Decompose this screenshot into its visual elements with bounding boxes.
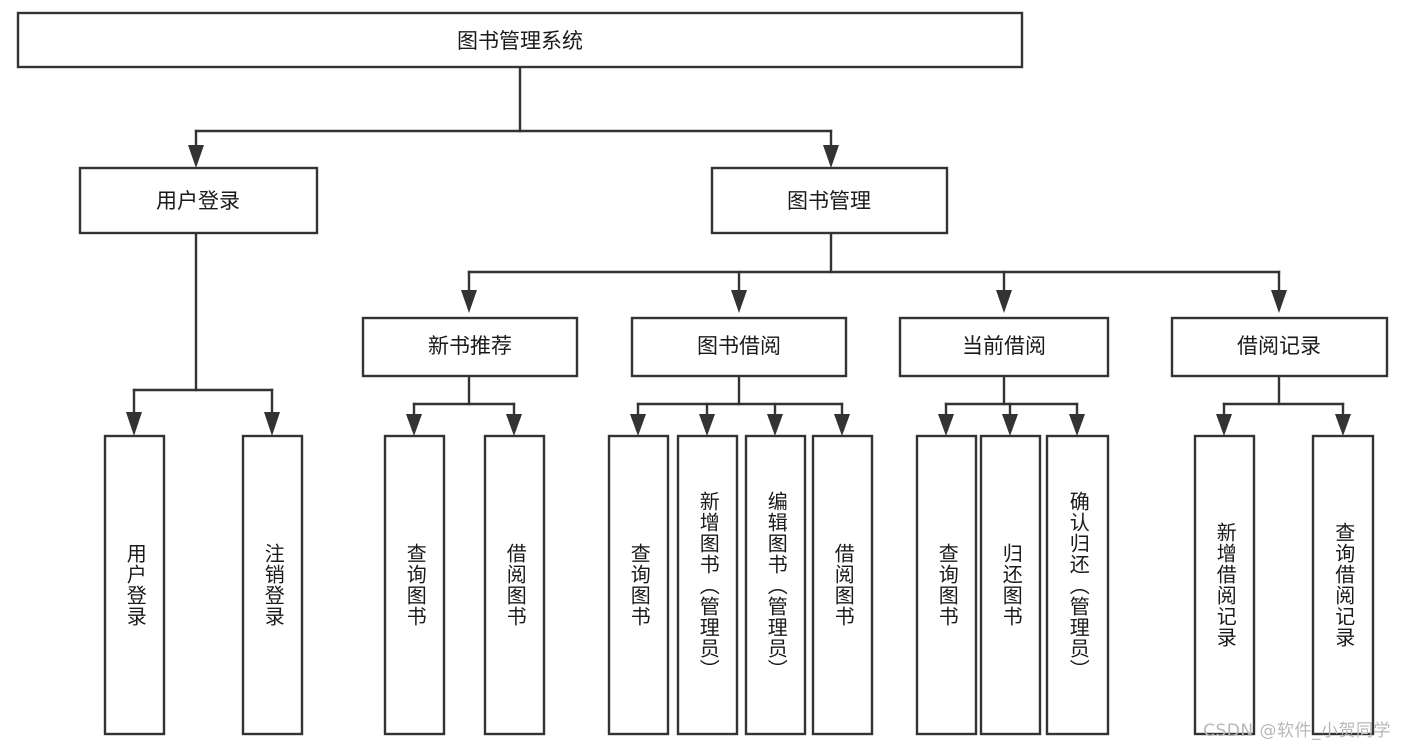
arrow-head-leaf-user-login <box>126 412 142 436</box>
node-new-book-recommend-label: 新书推荐 <box>428 334 512 358</box>
node-current-borrow-box[interactable] <box>898 316 1110 378</box>
node-root[interactable]: 图书管理系统 <box>16 11 1024 69</box>
leaf-boxes <box>103 434 1375 736</box>
arrow-head-leaf-borrow-book-2 <box>834 414 850 436</box>
node-leaf-add-book-box[interactable] <box>676 434 739 736</box>
node-user-login-box[interactable] <box>78 166 319 235</box>
arrow-head-leaf-edit-book <box>767 414 783 436</box>
arrow-head-borrow-record <box>1271 290 1287 313</box>
node-root-label: 图书管理系统 <box>457 29 583 53</box>
arrow-head-leaf-query-book-3 <box>938 414 954 436</box>
arrow-head-book-borrow <box>731 290 747 313</box>
arrow-head-new-book-recommend <box>461 290 477 313</box>
node-current-borrow-label: 当前借阅 <box>962 334 1046 358</box>
node-leaf-query-book-1-box[interactable] <box>383 434 446 736</box>
node-book-borrow-label: 图书借阅 <box>697 334 781 358</box>
node-root-box[interactable] <box>16 11 1024 69</box>
node-book-management-label: 图书管理 <box>787 189 871 213</box>
connector-group-new-book-recommend <box>406 374 522 436</box>
node-leaf-borrow-book-1-box[interactable] <box>483 434 546 736</box>
arrow-head-leaf-user-logout <box>264 412 280 436</box>
arrow-head-leaf-query-book-2 <box>630 414 646 436</box>
arrow-head-leaf-add-record <box>1216 414 1232 436</box>
node-leaf-query-book-3-box[interactable] <box>915 434 978 736</box>
node-leaf-confirm-return-box[interactable] <box>1045 434 1110 736</box>
arrow-head-current-borrow <box>996 290 1012 313</box>
node-book-management-box[interactable] <box>710 166 949 235</box>
arrow-head-user-login <box>188 145 204 168</box>
connector-group-root <box>188 65 839 168</box>
node-leaf-query-book-2-box[interactable] <box>607 434 670 736</box>
node-book-management[interactable]: 图书管理 <box>710 166 949 235</box>
arrow-head-leaf-add-book <box>699 414 715 436</box>
connector-group-book-management <box>461 231 1287 313</box>
node-current-borrow[interactable]: 当前借阅 <box>898 316 1110 378</box>
node-new-book-recommend[interactable]: 新书推荐 <box>361 316 579 378</box>
node-book-borrow-box[interactable] <box>630 316 848 378</box>
csdn-watermark: CSDN @软件_小贺同学 <box>1203 721 1391 741</box>
connector-group-book-borrow <box>630 374 850 436</box>
node-borrow-record[interactable]: 借阅记录 <box>1170 316 1389 378</box>
node-leaf-user-login-box[interactable] <box>103 434 166 736</box>
arrow-head-leaf-query-record <box>1335 414 1351 436</box>
node-leaf-edit-book-box[interactable] <box>744 434 807 736</box>
connector-group-current-borrow <box>938 374 1085 436</box>
arrow-head-leaf-confirm-return <box>1069 414 1085 436</box>
connector-group-borrow-record <box>1216 374 1351 436</box>
node-leaf-query-record-box[interactable] <box>1311 434 1375 736</box>
connector-group-user-login <box>126 231 280 436</box>
node-new-book-recommend-box[interactable] <box>361 316 579 378</box>
node-user-login[interactable]: 用户登录 <box>78 166 319 235</box>
node-borrow-record-label: 借阅记录 <box>1237 334 1321 358</box>
node-leaf-return-book-box[interactable] <box>979 434 1042 736</box>
node-user-login-label: 用户登录 <box>156 189 240 213</box>
arrow-head-book-management <box>823 145 839 168</box>
node-leaf-add-record-box[interactable] <box>1193 434 1256 736</box>
arrow-head-leaf-query-book-1 <box>406 414 422 436</box>
node-borrow-record-box[interactable] <box>1170 316 1389 378</box>
node-book-borrow[interactable]: 图书借阅 <box>630 316 848 378</box>
arrow-head-leaf-return-book <box>1002 414 1018 436</box>
node-leaf-borrow-book-2-box[interactable] <box>811 434 874 736</box>
arrow-head-leaf-borrow-book-1 <box>506 414 522 436</box>
node-leaf-user-logout-box[interactable] <box>241 434 304 736</box>
